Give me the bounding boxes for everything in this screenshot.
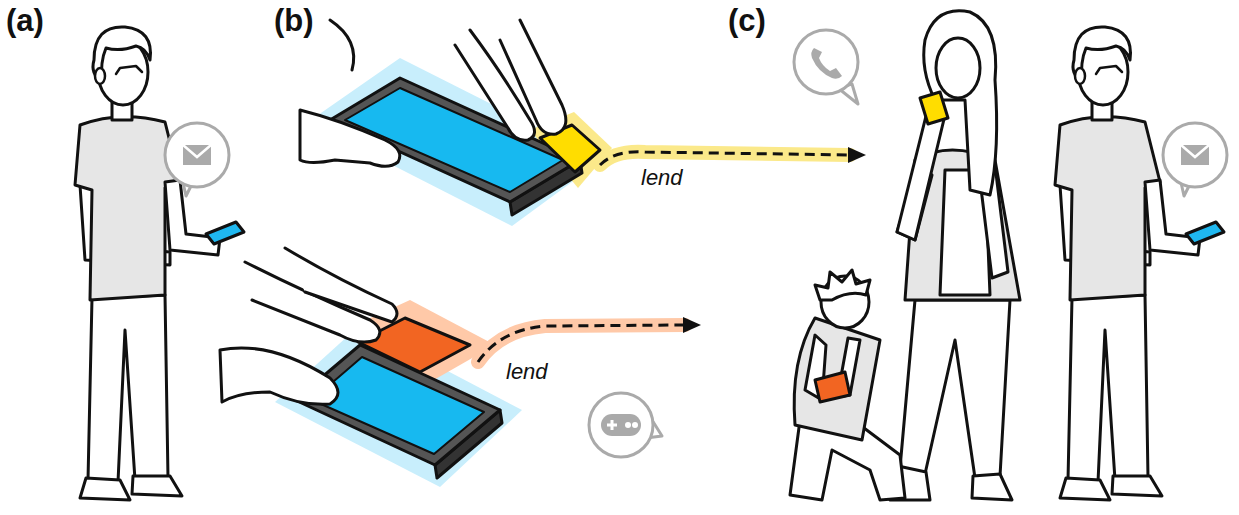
phone-bubble <box>794 30 858 104</box>
woman-figure <box>890 11 1020 500</box>
game-bubble <box>589 393 662 457</box>
child-figure <box>790 270 905 500</box>
arrow-label: lend <box>638 166 686 190</box>
arrow-label: lend <box>503 360 551 384</box>
panel-label: (a) <box>6 4 44 38</box>
mail-bubble <box>165 123 229 196</box>
man-figure <box>75 27 244 500</box>
man-figure <box>1055 27 1224 500</box>
tablet-yellow-part <box>300 20 612 226</box>
mail-bubble <box>1163 123 1227 196</box>
panel-label: (b) <box>274 4 314 38</box>
panel-label: (c) <box>728 4 766 38</box>
lend-arrow-orange <box>478 317 701 362</box>
lend-arrow-yellow <box>600 147 866 165</box>
